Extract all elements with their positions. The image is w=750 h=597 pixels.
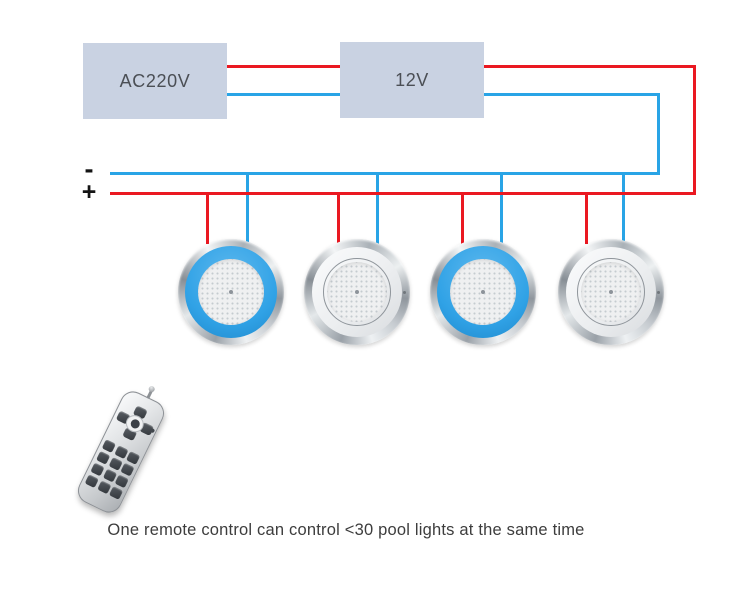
light-screw — [657, 291, 660, 294]
wire-positive-down-right — [693, 65, 696, 195]
light-center-dot — [355, 290, 359, 294]
wire-positive-drop-light2 — [337, 192, 340, 244]
12v-label: 12V — [395, 69, 429, 90]
wire-positive-drop-light3 — [461, 192, 464, 244]
ac220v-label: AC220V — [119, 70, 191, 91]
ac220v-box: AC220V — [83, 43, 227, 119]
wire-positive-drop-light1 — [206, 192, 209, 244]
pool-light-1 — [178, 239, 284, 345]
wire-negative-drop-light1 — [246, 172, 249, 244]
wire-positive-drop-light4 — [585, 192, 588, 244]
wire-negative-drop-light2 — [376, 172, 379, 244]
light-center-dot — [229, 290, 233, 294]
light-inner-ring — [577, 258, 645, 326]
remote-key — [108, 456, 123, 471]
wire-negative-bus — [110, 172, 660, 175]
light-led-face — [198, 259, 264, 325]
wire-positive-12v-out — [484, 65, 696, 68]
negative-terminal-label: - — [84, 154, 94, 184]
wire-negative-drop-light4 — [622, 172, 625, 244]
wire-negative-12v-out — [484, 93, 660, 96]
wire-negative-drop-light3 — [500, 172, 503, 244]
wire-positive-bus — [110, 192, 696, 195]
wire-positive-ac-to-12v — [227, 65, 340, 68]
caption-text: One remote control can control <30 pool … — [107, 521, 585, 539]
remote-key — [102, 468, 117, 483]
pool-light-4 — [558, 239, 664, 345]
remote-key — [90, 462, 105, 477]
pool-light-3 — [430, 239, 536, 345]
wire-negative-down-right — [657, 93, 660, 175]
remote-control — [73, 385, 169, 517]
positive-terminal-label: + — [81, 178, 97, 206]
light-screw — [403, 291, 406, 294]
light-center-dot — [481, 290, 485, 294]
wire-negative-ac-to-12v — [227, 93, 340, 96]
light-center-dot — [609, 290, 613, 294]
light-inner-ring — [323, 258, 391, 326]
remote-key — [96, 450, 111, 465]
pool-light-2 — [304, 239, 410, 345]
12v-transformer-box: 12V — [340, 42, 484, 118]
